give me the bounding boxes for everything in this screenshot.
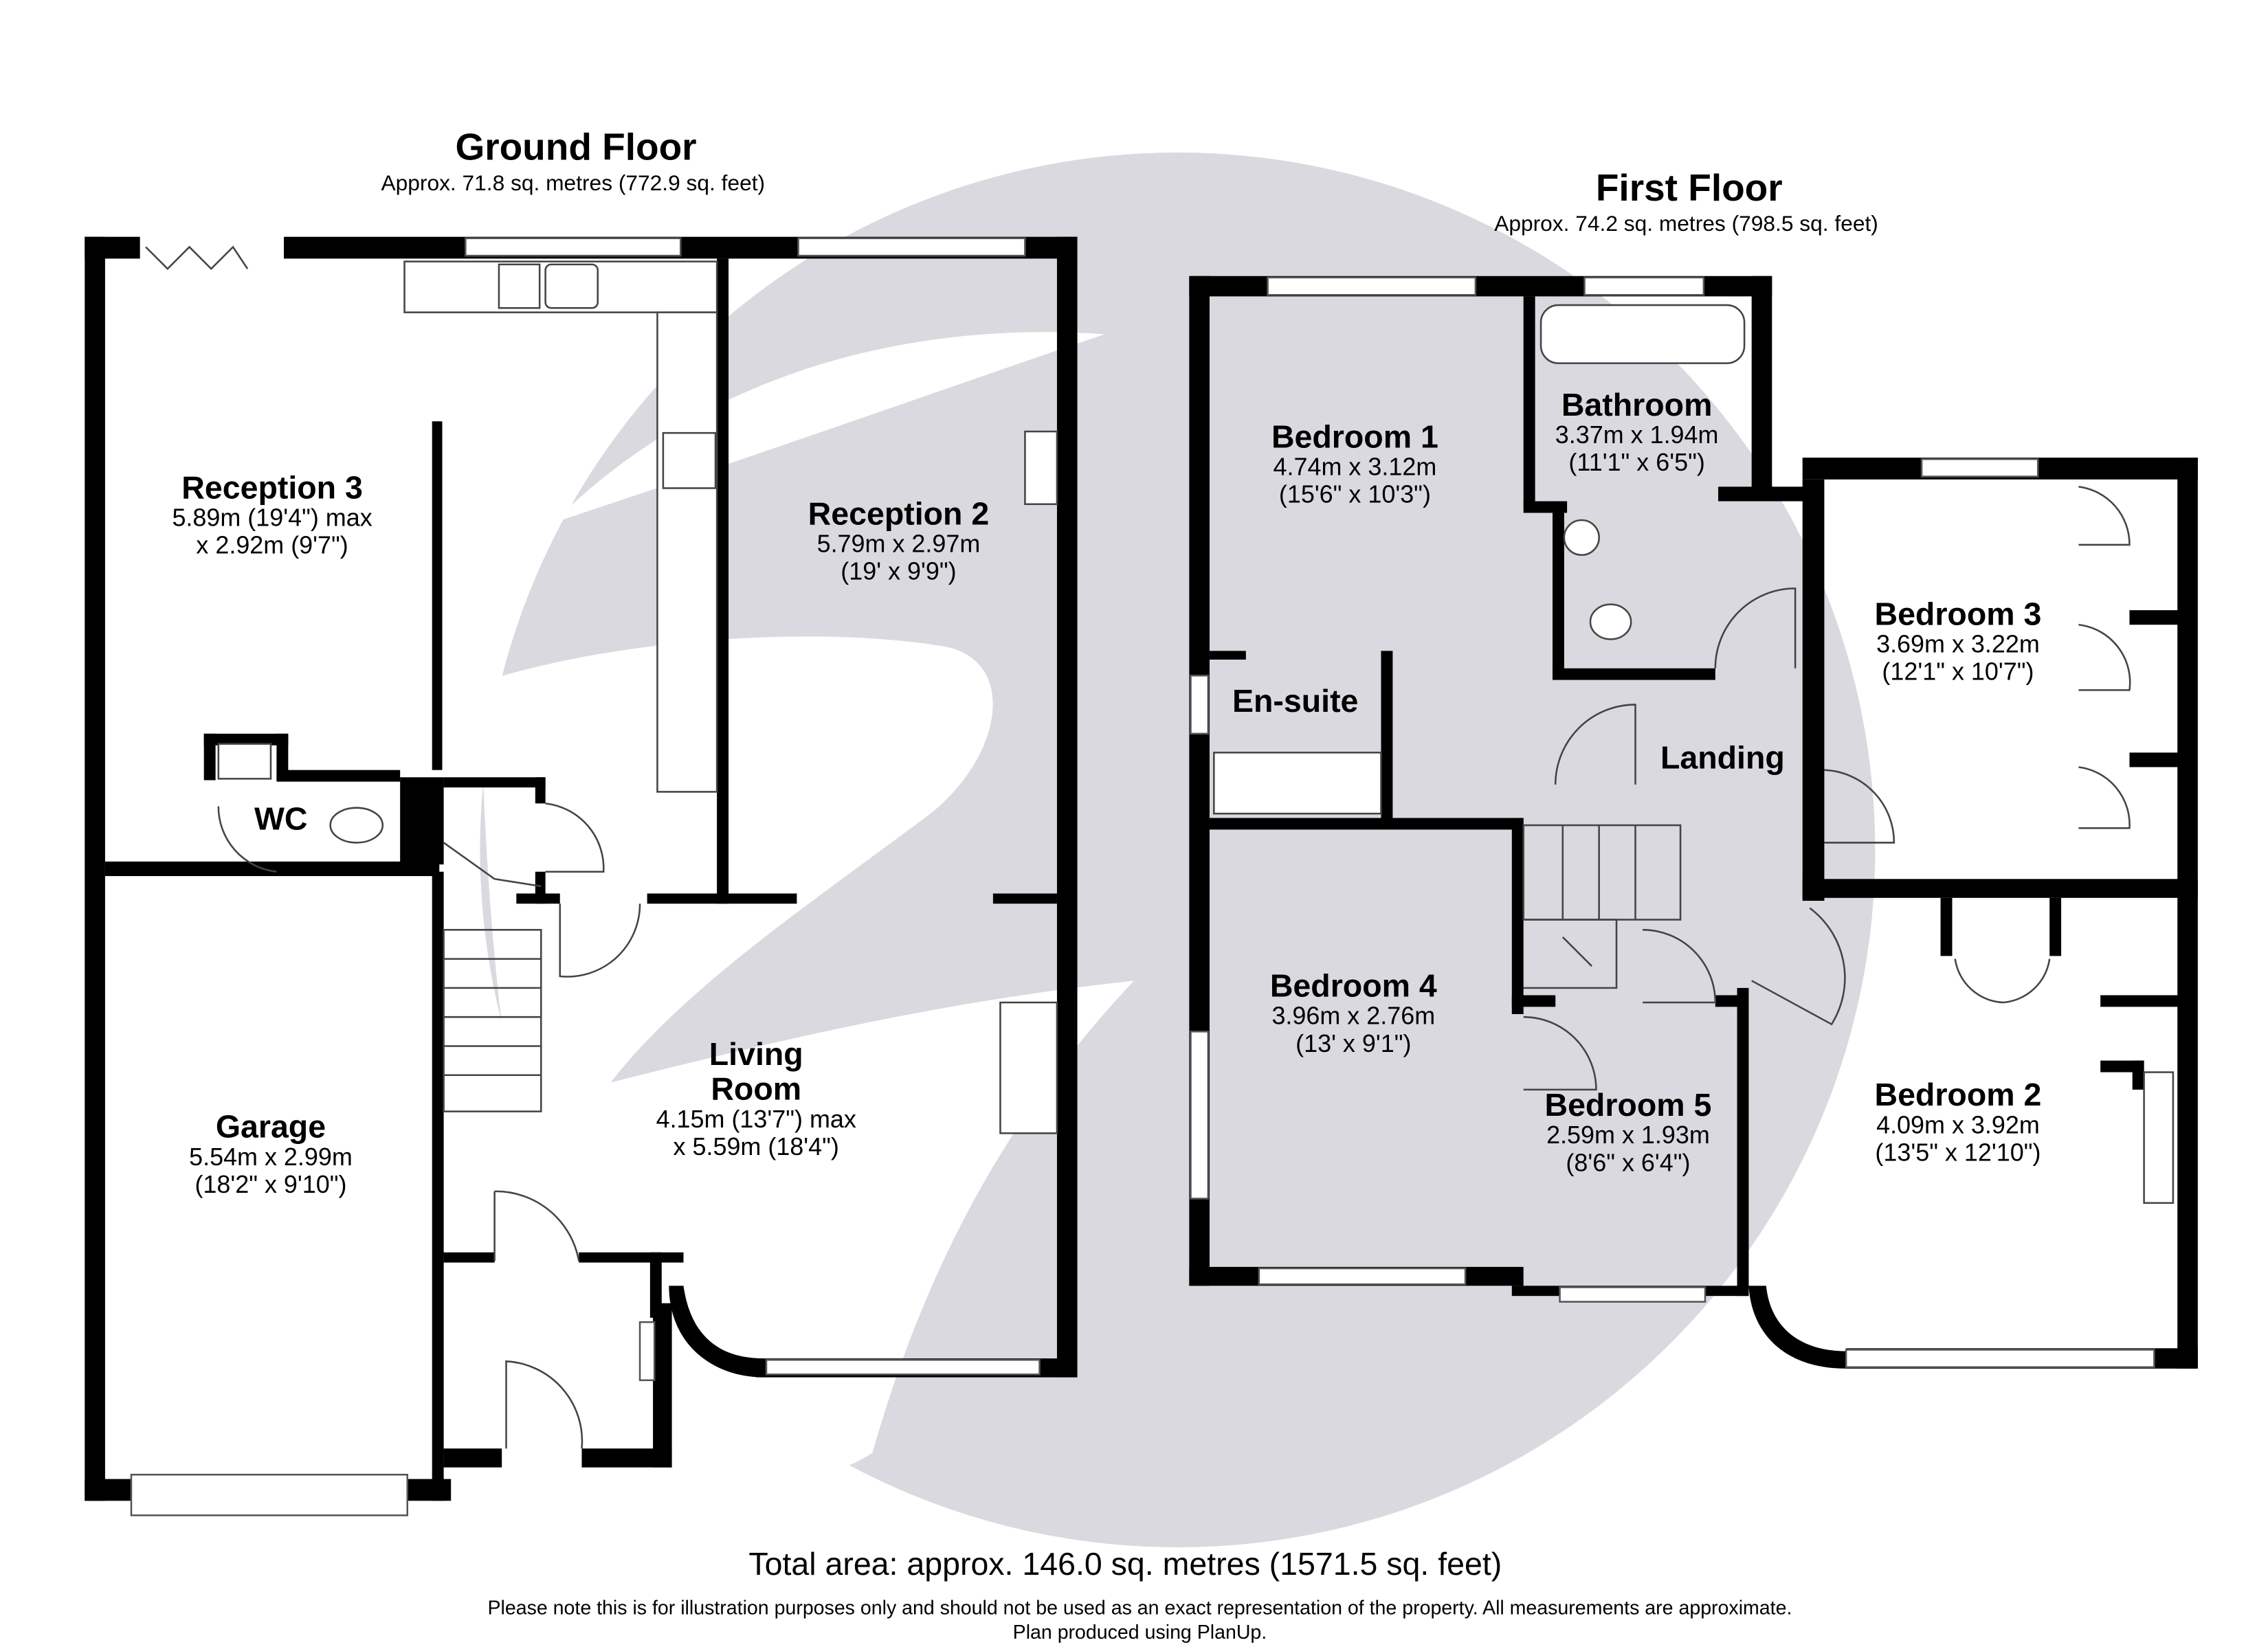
room-dimension: 3.37m x 1.94m <box>1555 420 1719 449</box>
room-landing: Landing <box>1660 740 1785 776</box>
room-name: Bedroom 1 <box>1271 418 1438 454</box>
ground-floor-walls <box>85 236 1078 1516</box>
room-dimension: 4.09m x 3.92m <box>1876 1110 2040 1138</box>
room-dimension: (8'6" x 6'4") <box>1566 1148 1690 1176</box>
first-floor-area: Approx. 74.2 sq. metres (798.5 sq. feet) <box>1494 211 1878 236</box>
ground-floor-title: Ground Floor <box>455 126 696 168</box>
room-bedroom-2: Bedroom 2 4.09m x 3.92m (13'5" x 12'10") <box>1874 1077 2041 1166</box>
room-name: Bedroom 2 <box>1874 1077 2041 1112</box>
room-dimension: 5.79m x 2.97m <box>817 530 981 558</box>
first-floor-title: First Floor <box>1596 166 1783 209</box>
room-name: Room <box>711 1071 801 1107</box>
room-reception-2: Reception 2 5.79m x 2.97m (19' x 9'9") <box>808 495 990 585</box>
room-name: Reception 2 <box>808 495 990 531</box>
room-dimension: (15'6" x 10'3") <box>1279 480 1431 508</box>
room-en-suite: En-suite <box>1232 683 1358 719</box>
room-bedroom-4: Bedroom 4 3.96m x 2.76m (13' x 9'1") <box>1270 968 1437 1057</box>
room-living-room: Living Room 4.15m (13'7") max x 5.59m (1… <box>656 1036 856 1160</box>
room-name: Bedroom 3 <box>1874 596 2041 631</box>
room-dimension: 5.54m x 2.99m <box>189 1143 353 1171</box>
stairs-first <box>1522 824 1682 989</box>
room-name: Bedroom 5 <box>1544 1087 1711 1123</box>
room-dimension: (13' x 9'1") <box>1296 1029 1411 1057</box>
room-dimension: 4.15m (13'7") max <box>656 1105 856 1133</box>
room-reception-3: Reception 3 5.89m (19'4") max x 2.92m (9… <box>172 469 372 559</box>
room-dimension: x 5.59m (18'4") <box>674 1132 839 1160</box>
credit: Plan produced using PlanUp. <box>1013 1622 1267 1644</box>
stairs-ground <box>443 842 542 1112</box>
room-dimension: (12'1" x 10'7") <box>1882 658 2034 686</box>
room-name: Garage <box>216 1109 326 1145</box>
room-bedroom-5: Bedroom 5 2.59m x 1.93m (8'6" x 6'4") <box>1544 1087 1711 1176</box>
room-name: Bathroom <box>1561 387 1713 423</box>
room-name: Bedroom 4 <box>1270 968 1437 1004</box>
room-dimension: x 2.92m (9'7") <box>196 531 348 559</box>
ground-floor-area: Approx. 71.8 sq. metres (772.9 sq. feet) <box>381 170 765 195</box>
total-area: Total area: approx. 146.0 sq. metres (15… <box>748 1546 1502 1582</box>
room-dimension: (18'2" x 9'10") <box>194 1170 346 1198</box>
room-bedroom-3: Bedroom 3 3.69m x 3.22m (12'1" x 10'7") <box>1874 596 2041 685</box>
room-dimension: 3.96m x 2.76m <box>1271 1002 1435 1030</box>
first-floor-walls <box>1189 276 2198 1369</box>
room-dimension: (19' x 9'9") <box>841 557 956 585</box>
room-dimension: (13'5" x 12'10") <box>1875 1138 2041 1167</box>
room-bathroom: Bathroom 3.37m x 1.94m (11'1" x 6'5") <box>1555 387 1719 476</box>
room-bedroom-1: Bedroom 1 4.74m x 3.12m (15'6" x 10'3") <box>1271 418 1438 508</box>
room-name: Living <box>709 1036 803 1072</box>
room-dimension: 4.74m x 3.12m <box>1274 452 1437 480</box>
room-dimension: (11'1" x 6'5") <box>1568 448 1704 476</box>
disclaimer: Please note this is for illustration pur… <box>488 1597 1792 1619</box>
room-dimension: 3.69m x 3.22m <box>1876 629 2040 658</box>
room-dimension: 5.89m (19'4") max <box>172 503 372 531</box>
room-wc: WC <box>254 800 307 836</box>
room-name: Reception 3 <box>181 469 363 505</box>
room-garage: Garage 5.54m x 2.99m (18'2" x 9'10") <box>189 1109 353 1198</box>
room-dimension: 2.59m x 1.93m <box>1546 1121 1710 1149</box>
